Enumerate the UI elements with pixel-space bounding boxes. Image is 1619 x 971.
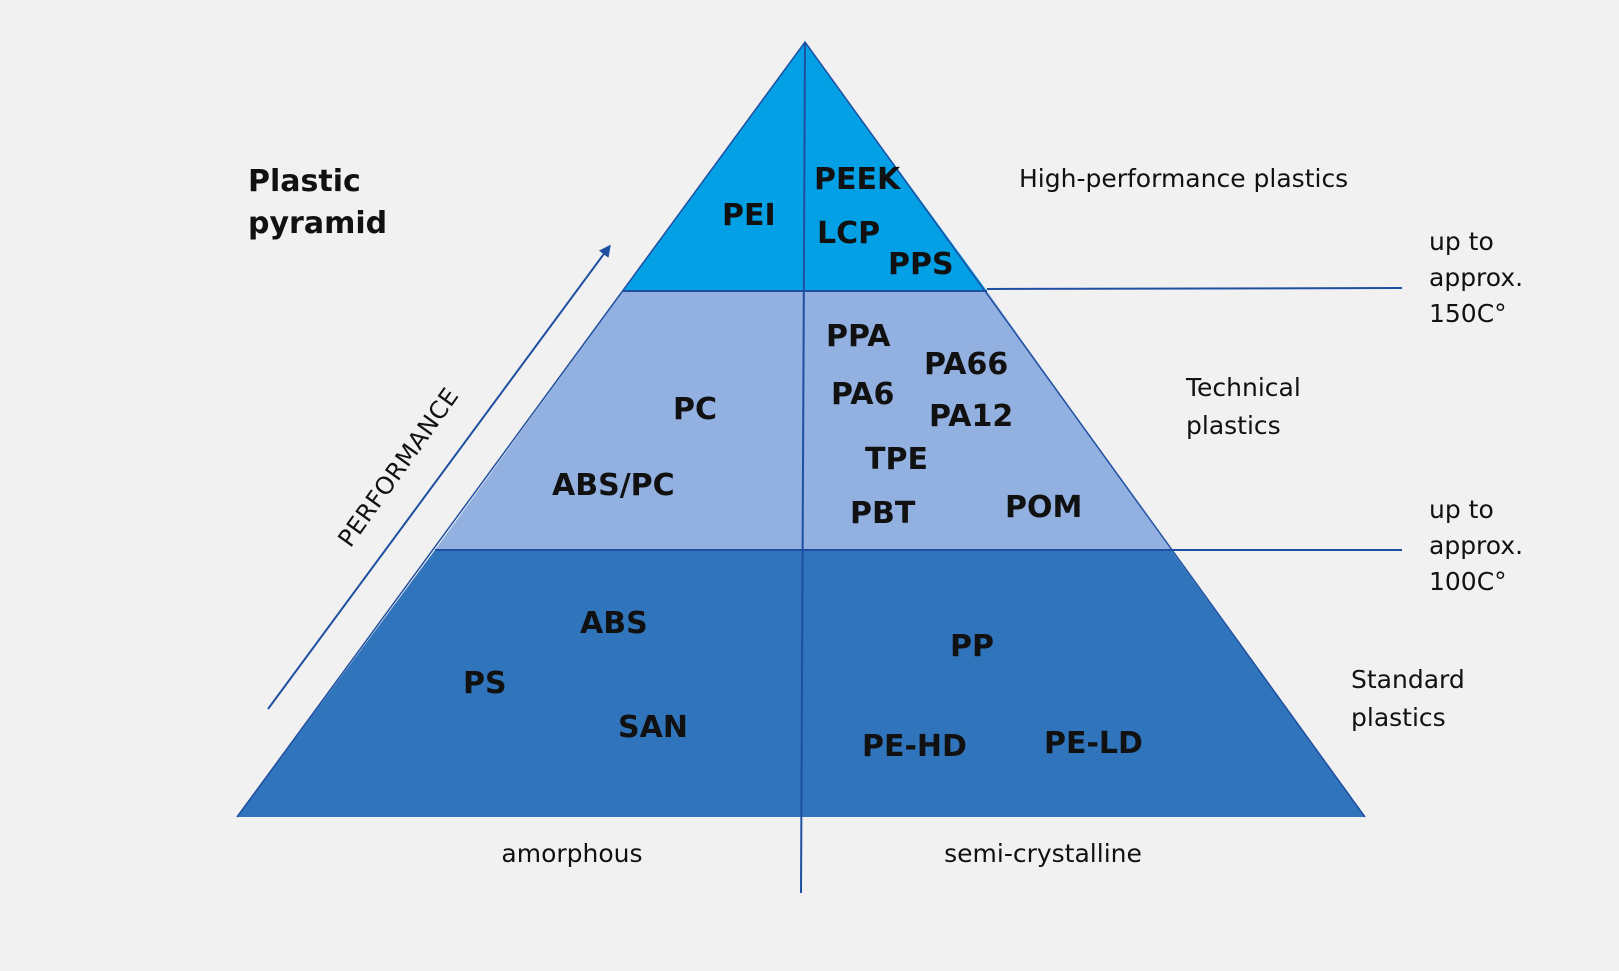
plastic-label-pp: PP bbox=[950, 629, 994, 664]
axis-label-amorphous: amorphous bbox=[501, 839, 642, 868]
plastic-label-peek: PEEK bbox=[814, 162, 902, 197]
tier-label-line: High-performance plastics bbox=[1019, 164, 1348, 193]
pyramid-outline bbox=[236, 40, 1366, 818]
plastic-label-san: SAN bbox=[618, 710, 688, 745]
tier-label-line: Standard bbox=[1351, 665, 1465, 694]
threshold-line: up to bbox=[1429, 227, 1494, 256]
plastic-label-tpe: TPE bbox=[865, 442, 928, 477]
threshold-line: approx. bbox=[1429, 531, 1523, 560]
threshold-line: 100C° bbox=[1429, 567, 1507, 596]
center-axis-line bbox=[800, 41, 806, 894]
threshold-label-100: up to approx. 100C° bbox=[1429, 495, 1531, 596]
threshold-line: 150C° bbox=[1429, 299, 1507, 328]
tier-label-line: plastics bbox=[1351, 703, 1446, 732]
plastic-label-pa66: PA66 bbox=[924, 347, 1008, 382]
title-line: pyramid bbox=[248, 206, 387, 241]
plastic-label-abs: ABS bbox=[580, 606, 648, 641]
plastic-label-pe-ld: PE-LD bbox=[1044, 726, 1143, 761]
plastic-label-abs-pc: ABS/PC bbox=[552, 468, 675, 503]
performance-arrow bbox=[267, 244, 611, 710]
plastic-label-lcp: LCP bbox=[817, 216, 880, 251]
axis-label-semi-crystalline: semi-crystalline bbox=[944, 839, 1142, 868]
plastic-label-pa12: PA12 bbox=[929, 399, 1013, 434]
plastic-label-pa6: PA6 bbox=[831, 377, 894, 412]
page-title: Plastic pyramid bbox=[248, 164, 387, 241]
plastic-label-pc: PC bbox=[673, 392, 717, 427]
performance-label: PERFORMANCE bbox=[332, 383, 464, 552]
plastic-label-pps: PPS bbox=[888, 247, 954, 282]
threshold-line-150 bbox=[986, 287, 1403, 290]
title-line: Plastic bbox=[248, 164, 361, 199]
threshold-line: approx. bbox=[1429, 263, 1523, 292]
tier-label-technical: Technical plastics bbox=[1185, 373, 1309, 440]
tier-label-high-performance: High-performance plastics bbox=[1019, 164, 1348, 193]
plastic-label-pbt: PBT bbox=[850, 496, 916, 531]
plastic-label-pe-hd: PE-HD bbox=[862, 729, 967, 764]
plastic-label-pei: PEI bbox=[722, 198, 776, 233]
tier-label-standard: Standard plastics bbox=[1351, 665, 1473, 732]
plastic-label-ps: PS bbox=[463, 666, 507, 701]
tier-label-line: plastics bbox=[1186, 411, 1281, 440]
threshold-label-150: up to approx. 150C° bbox=[1429, 227, 1531, 328]
plastic-label-pom: POM bbox=[1005, 490, 1082, 525]
tier-label-line: Technical bbox=[1185, 373, 1301, 402]
plastic-label-ppa: PPA bbox=[826, 319, 891, 354]
threshold-line: up to bbox=[1429, 495, 1494, 524]
